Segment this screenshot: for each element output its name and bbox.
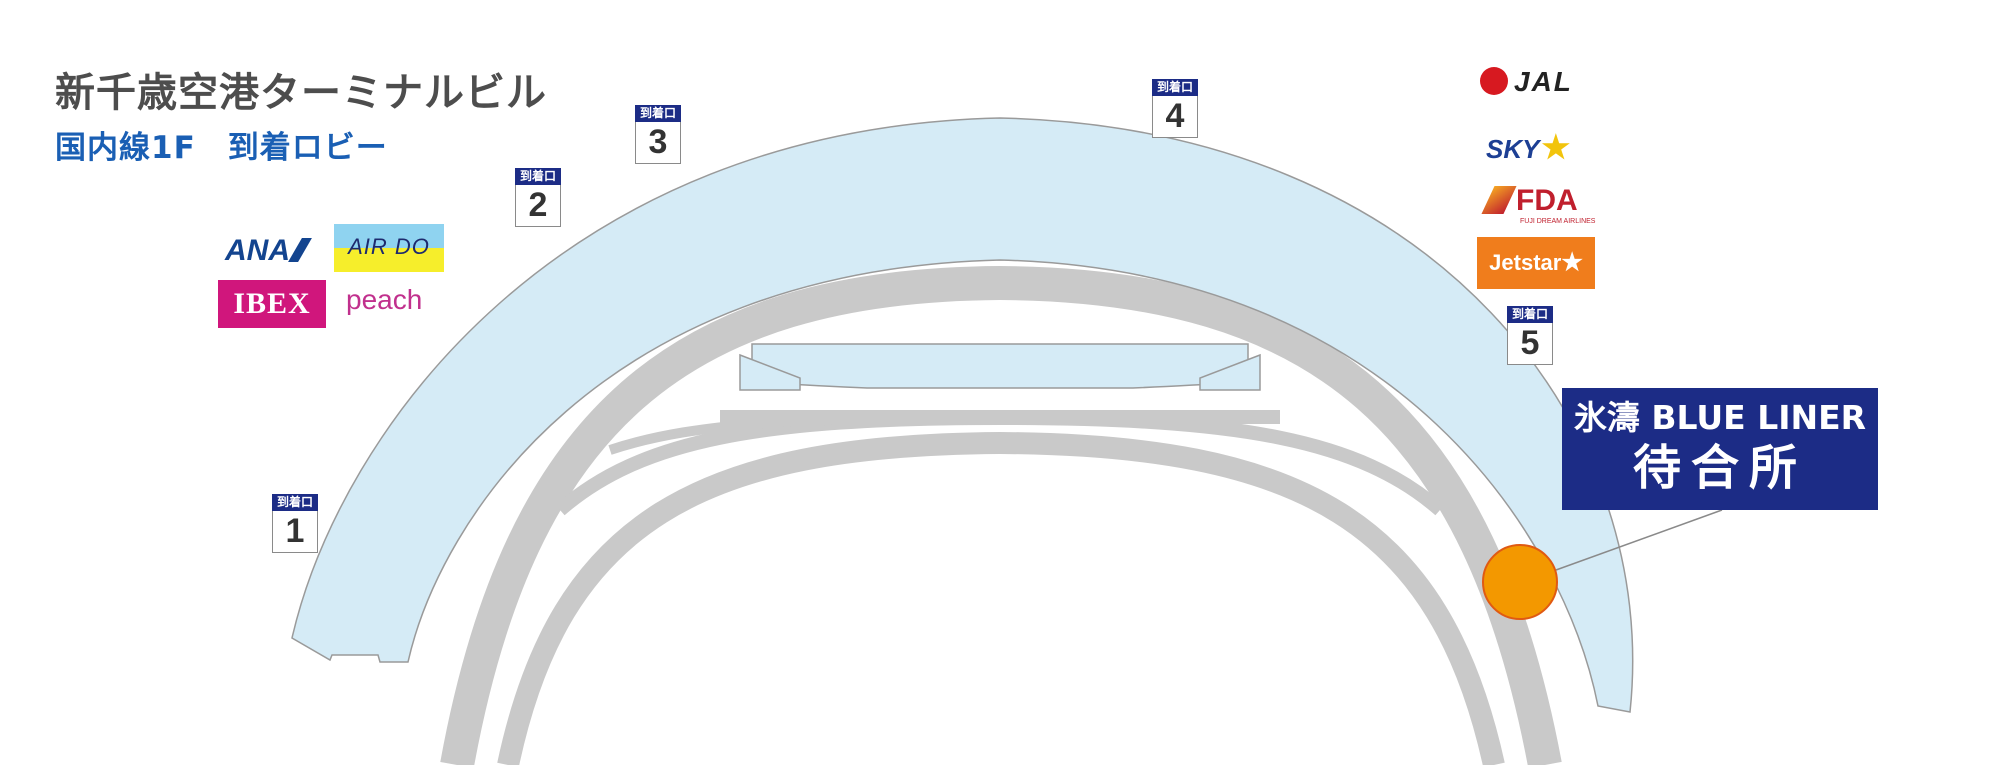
road-inner-loop [497, 431, 1505, 765]
gate-number: 1 [272, 511, 318, 553]
gate-2: 到着口 2 [515, 168, 561, 227]
fda-subtext: FUJI DREAM AIRLINES [1520, 218, 1596, 225]
airdo-text: AIR DO [348, 234, 430, 259]
road-outer-loop [440, 265, 1562, 765]
floor-subtitle: 国内線1F 到着ロビー [55, 130, 388, 166]
jetstar-text: Jetstar [1489, 250, 1562, 275]
gate-tag: 到着口 [635, 105, 681, 122]
gate-number: 5 [1507, 323, 1553, 365]
gate-number: 4 [1152, 96, 1198, 138]
lobby-courtyard [751, 343, 1249, 389]
fda-logo: FDA FUJI DREAM AIRLINES [1481, 184, 1595, 225]
gate-tag: 到着口 [1507, 306, 1553, 323]
jetstar-logo: Jetstar★ [1477, 237, 1595, 289]
arrival-lobby [291, 117, 1634, 713]
sky-text: SKY [1486, 134, 1540, 164]
star-icon: ★ [1561, 249, 1583, 276]
gate-5: 到着口 5 [1507, 306, 1553, 365]
courtyard-wing-right [1199, 353, 1261, 391]
star-icon: ★ [1541, 129, 1571, 165]
crane-icon [1480, 67, 1508, 95]
map-title: 新千歳空港ターミナルビル [55, 70, 547, 116]
ana-text: ANA [225, 234, 290, 267]
gate-tag: 到着口 [272, 494, 318, 511]
fda-text: FDA [1516, 184, 1578, 217]
jal-logo: JAL [1480, 66, 1573, 98]
peach-logo: peach [346, 284, 423, 315]
gate-tag: 到着口 [1152, 79, 1198, 96]
ibex-logo: IBEX [218, 280, 326, 328]
ana-logo: ANA [225, 234, 312, 268]
road-connector [720, 410, 1280, 424]
skymark-logo: SKY★ [1486, 128, 1570, 166]
liner-name: 氷濤 BLUE LINER [1573, 398, 1867, 437]
circle-marker-icon [1482, 544, 1558, 620]
waiting-room-label: 待合所 [1632, 440, 1807, 496]
waiting-leader-line [1555, 509, 1723, 571]
airdo-logo: AIR DO [334, 224, 444, 272]
gate-4: 到着口 4 [1152, 79, 1198, 138]
jal-text: JAL [1514, 66, 1573, 97]
courtyard-wing-left [739, 353, 801, 391]
gate-tag: 到着口 [515, 168, 561, 185]
blue-liner-waiting-label: 氷濤 BLUE LINER 待合所 [1562, 388, 1878, 510]
gate-3: 到着口 3 [635, 105, 681, 164]
gate-1: 到着口 1 [272, 494, 318, 553]
gate-number: 3 [635, 122, 681, 164]
gate-number: 2 [515, 185, 561, 227]
